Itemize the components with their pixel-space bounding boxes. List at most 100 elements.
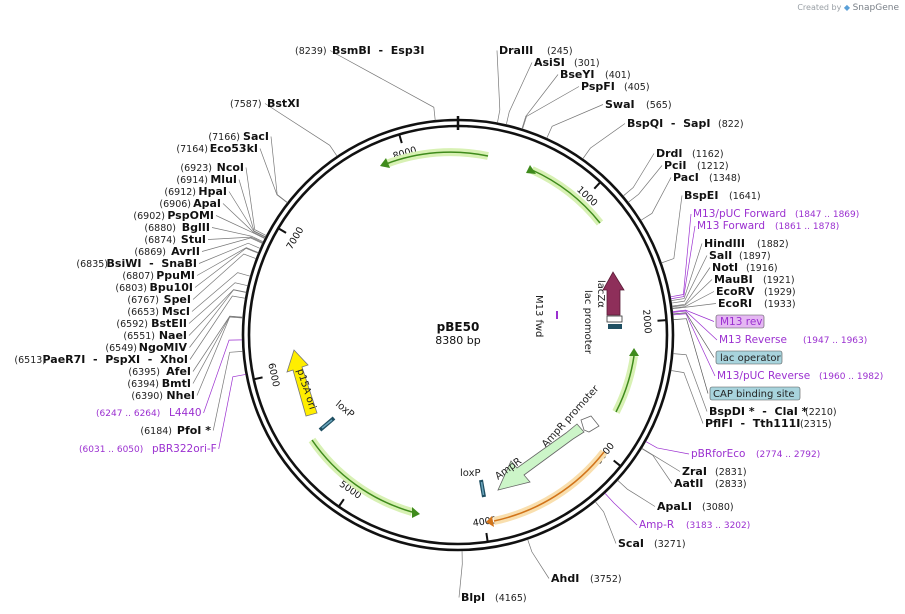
enzyme-bstxi-pos: (7587) <box>230 99 262 110</box>
enzyme-paci: PacI <box>673 171 699 184</box>
scale-tick <box>277 227 287 234</box>
enzyme-callout <box>640 177 672 221</box>
scale-tick <box>485 532 489 543</box>
enzyme-stui: StuI <box>181 233 206 246</box>
enzyme-callout <box>546 104 604 139</box>
enzyme-eco53ki-pos: (7164) <box>176 144 208 155</box>
enzyme-spei-pos: (6767) <box>127 295 159 306</box>
primer-m13puc-reverse: M13/pUC Reverse <box>717 370 810 382</box>
primer-m13-rev-box <box>715 314 765 329</box>
orf-arc-right-line <box>615 355 635 413</box>
enzyme-scai: ScaI <box>618 537 644 550</box>
site-boxes: lac operator CAP binding site <box>709 350 801 401</box>
primer-callout <box>218 374 246 450</box>
primer-callout <box>645 441 690 455</box>
enzyme-callout <box>505 62 533 125</box>
enzyme-callout <box>212 350 243 431</box>
enzyme-callout <box>496 50 501 123</box>
enzymes-right: DraIII (245) AsiSI (301) BseYI (401) Psp… <box>461 44 837 604</box>
lacz-label: lacZα <box>595 280 606 308</box>
enzyme-callout <box>641 448 673 484</box>
orf-arc-bottom-head <box>412 507 420 518</box>
enzyme-swai: SwaI <box>605 98 635 111</box>
enzyme-naei-pos: (6551) <box>123 331 155 342</box>
enzyme-pcii-pos: (1212) <box>697 161 729 172</box>
enzyme-callout <box>192 315 243 384</box>
enzyme-callout <box>245 167 267 236</box>
enzyme-callout <box>196 316 243 396</box>
enzyme-callout <box>188 289 247 336</box>
enzyme-apali-pos: (3080) <box>702 502 734 513</box>
primer-pbrforeco-pos: (2774 .. 2792) <box>756 450 820 460</box>
enzyme-callout <box>191 272 251 312</box>
orf-arc-upper-right-head <box>526 165 536 174</box>
primer-m13-reverse-pos: (1947 .. 1963) <box>803 336 867 346</box>
enzyme-noti-pos: (1916) <box>746 263 778 274</box>
enzyme-bglii: BglII <box>182 221 210 234</box>
primer-callout <box>203 339 243 414</box>
primer-amp-r: Amp-R <box>639 519 674 531</box>
enzyme-bmti-pos: (6394) <box>127 379 159 390</box>
enzyme-pspomi: PspOMI <box>167 209 214 222</box>
enzyme-bseyi: BseYI <box>560 68 594 81</box>
cap-site-glyph <box>608 324 622 329</box>
enzyme-hpai-pos: (6912) <box>164 187 196 198</box>
enzyme-callout <box>228 191 266 238</box>
lacz-arrow <box>602 271 625 316</box>
enzyme-callout <box>672 303 717 310</box>
enzyme-stui-pos: (6874) <box>144 235 176 246</box>
lac-operator-label: lac operator <box>720 353 781 364</box>
enzyme-ncoi: NcoI <box>217 161 244 174</box>
enzyme-callout <box>211 227 264 243</box>
enzyme-avrii-pos: (6869) <box>134 247 166 258</box>
enzyme-pfoi-pos: (6184) <box>140 426 172 437</box>
enzyme-bpu10i: Bpu10I <box>150 281 194 294</box>
enzyme-draiii: DraIII <box>499 44 533 57</box>
credit-prefix: Created by <box>797 3 842 12</box>
enzyme-bseyi-pos: (401) <box>605 70 631 81</box>
enzyme-ngomiv-pos: (6549) <box>105 343 137 354</box>
enzyme-bspqi-sapi-pos: (822) <box>718 119 744 130</box>
loxp-2-icon <box>479 479 486 498</box>
enzyme-nhei-pos: (6390) <box>131 391 163 402</box>
enzyme-ecorv: EcoRV <box>716 285 755 298</box>
primer-pbr322ori-f-pos: (6031 .. 6050) <box>79 445 143 455</box>
enzyme-callout <box>207 236 263 243</box>
enzyme-callout <box>259 148 288 204</box>
primer-amp-r-pos: (3183 .. 3202) <box>686 521 750 531</box>
enzyme-pfoi: PfoI * <box>177 424 211 437</box>
primer-callout <box>670 213 692 298</box>
primer-l4440: L4440 <box>169 407 202 419</box>
enzyme-ppumi: PpuMI <box>156 269 195 282</box>
enzyme-bspdi-clai-pos: (2210) <box>805 407 837 418</box>
enzyme-ngomiv: NgoMIV <box>139 341 188 354</box>
enzyme-callout <box>215 215 265 239</box>
enzyme-callout <box>521 74 559 129</box>
enzyme-maubi-pos: (1921) <box>763 275 795 286</box>
p15a-ori-label: p15A ori <box>294 368 317 411</box>
primer-callout <box>604 493 638 526</box>
enzyme-callout <box>672 279 713 308</box>
enzyme-callout <box>595 501 617 544</box>
enzyme-scai-pos: (3271) <box>654 539 686 550</box>
enzyme-ecori: EcoRI <box>718 297 752 310</box>
primers-left: (6247 .. 6264) L4440 (6031 .. 6050) pBR3… <box>79 407 217 455</box>
enzyme-callout <box>641 447 681 472</box>
enzyme-sali-pos: (1897) <box>739 251 771 262</box>
loxp-1-label: loxP <box>333 399 356 421</box>
primers-right: M13/pUC Forward (1847 .. 1869) M13 Forwa… <box>639 208 883 531</box>
enzyme-callout <box>672 291 715 309</box>
enzyme-bspei-pos: (1641) <box>729 191 761 202</box>
primer-m13-rev: M13 rev <box>720 316 763 328</box>
enzyme-apai: ApaI <box>193 197 221 210</box>
enzyme-callout <box>329 50 436 121</box>
ampr-orf-arc-head <box>486 516 494 527</box>
enzyme-avrii: AvrII <box>171 245 200 258</box>
enzyme-pcii: PciI <box>664 159 686 172</box>
primer-callout <box>672 310 718 341</box>
enzyme-saci: SacI <box>243 130 269 143</box>
scale-tick <box>398 134 403 144</box>
orf-arc-right <box>612 355 638 414</box>
lac-promoter-label: lac promoter <box>582 290 593 355</box>
site-callout <box>672 312 715 358</box>
